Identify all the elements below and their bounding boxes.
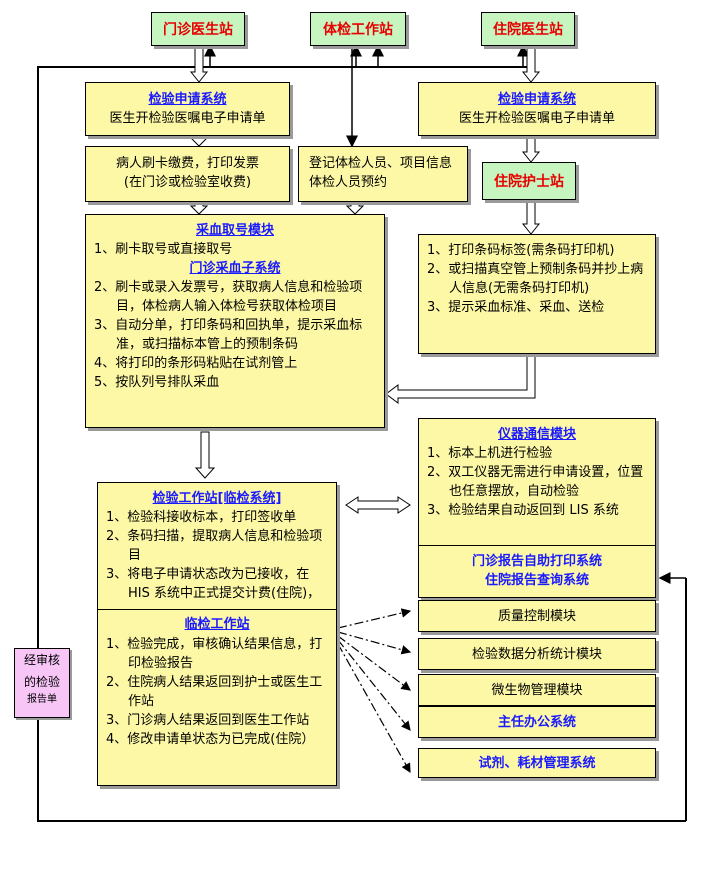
approved-report-line-2: 的检验 — [23, 675, 60, 689]
blood-collection-title[interactable]: 采血取号模块 — [195, 223, 274, 238]
feedback-loop-line — [37, 66, 686, 822]
director-office-system[interactable]: 主任办公系统 — [418, 706, 656, 738]
director-office-label: 主任办公系统 — [497, 714, 576, 730]
exam-registration-box: 登记体检人员、项目信息 体检人员预约 — [298, 146, 468, 202]
blood-collection-item-3: 3、自动分单，打印条码和回执单，提示采血标准，或扫描标本管上的预制条码 — [94, 318, 363, 352]
blood-collection-box: 采血取号模块 1、刷卡取号或直接取号 门诊采血子系统 2、刷卡或录入发票号，获取… — [85, 214, 385, 428]
barcode-item-3: 3、提示采血标准、采血、送检 — [427, 300, 605, 315]
lab-station-divider — [98, 609, 336, 610]
inpatient-report-query-system[interactable]: 住院报告查询系统 — [484, 573, 589, 588]
barcode-item-2: 2、或扫描真空管上预制条码并抄上病人信息(无需条码打印机) — [427, 262, 644, 296]
quality-control-label: 质量控制模块 — [497, 608, 576, 624]
self-print-report-system[interactable]: 门诊报告自助打印系统 — [471, 554, 602, 569]
approved-report-line-1: 经审核 — [23, 653, 60, 667]
blood-collection-item-2: 2、刷卡或录入发票号，获取病人信息和检验项目，体检病人输入体检号获取体检项目 — [94, 280, 363, 314]
clinical-station-item-1: 1、检验完成，审核确认结果信息，打印检验报告 — [106, 637, 323, 671]
clinical-station-item-4: 4、修改申请单状态为已完成(住院） — [106, 732, 315, 747]
instrument-item-3: 3、检验结果自动返回到 LIS 系统 — [427, 503, 619, 518]
exam-registration-line-1: 登记体检人员、项目信息 — [309, 156, 453, 171]
quality-control-module[interactable]: 质量控制模块 — [418, 600, 656, 632]
outpatient-collection-subtitle[interactable]: 门诊采血子系统 — [189, 261, 281, 276]
instrument-divider — [419, 545, 655, 546]
lab-station-item-2: 2、条码扫描，提取病人信息和检验项目 — [106, 529, 323, 563]
blood-collection-item-4: 4、将打印的条形码粘贴在试剂管上 — [94, 356, 298, 371]
inpatient-lab-request-title[interactable]: 检验申请系统 — [497, 92, 576, 107]
data-analysis-module[interactable]: 检验数据分析统计模块 — [418, 638, 656, 670]
outpatient-doctor-station[interactable]: 门诊医生站 — [151, 12, 245, 46]
clinical-workstation-title[interactable]: 临检工作站 — [184, 617, 250, 632]
outpatient-lab-request-desc: 医生开检验医嘱电子申请单 — [109, 111, 266, 126]
microbiology-module[interactable]: 微生物管理模块 — [418, 674, 656, 706]
blood-collection-item-5: 5、按队列号排队采血 — [94, 375, 220, 390]
reagent-management-label: 试剂、耗材管理系统 — [478, 755, 596, 771]
inpatient-doctor-station[interactable]: 住院医生站 — [481, 12, 575, 46]
clinical-station-item-2: 2、住院病人结果返回到护士或医生工作站 — [106, 675, 323, 709]
clinical-station-item-3: 3、门诊病人结果返回到医生工作站 — [106, 713, 310, 728]
payment-line-2: (在门诊或检验室收费) — [123, 175, 252, 190]
inpatient-lab-request-desc: 医生开检验医嘱电子申请单 — [458, 111, 615, 126]
payment-line-1: 病人刷卡缴费，打印发票 — [115, 156, 259, 171]
instrument-comm-title[interactable]: 仪器通信模块 — [497, 427, 576, 442]
inpatient-lab-request-box: 检验申请系统 医生开检验医嘱电子申请单 — [418, 82, 656, 136]
microbiology-label: 微生物管理模块 — [491, 682, 583, 698]
outpatient-lab-request-box: 检验申请系统 医生开检验医嘱电子申请单 — [85, 82, 290, 136]
barcode-print-box: 1、打印条码标签(需条码打印机) 2、或扫描真空管上预制条码并抄上病人信息(无需… — [418, 234, 656, 354]
data-analysis-label: 检验数据分析统计模块 — [471, 646, 602, 662]
lab-station-item-3: 3、将电子申请状态改为已接收，在HIS 系统中正式提交计费(住院)， — [106, 567, 321, 601]
blood-collection-item-1: 1、刷卡取号或直接取号 — [94, 242, 233, 257]
instrument-item-1: 1、标本上机进行检验 — [427, 446, 553, 461]
reagent-management-system[interactable]: 试剂、耗材管理系统 — [418, 748, 656, 778]
barcode-item-1: 1、打印条码标签(需条码打印机) — [427, 243, 615, 258]
approved-report-note: 经审核 的检验 报告单 — [14, 648, 70, 718]
outpatient-lab-request-title[interactable]: 检验申请系统 — [148, 92, 227, 107]
inpatient-nurse-station[interactable]: 住院护士站 — [482, 162, 576, 200]
physical-exam-station[interactable]: 体检工作站 — [310, 12, 406, 46]
instrument-item-2: 2、双工仪器无需进行申请设置，位置也任意摆放，自动检验 — [427, 465, 644, 499]
approved-report-line-3: 报告单 — [27, 694, 57, 705]
payment-box: 病人刷卡缴费，打印发票 (在门诊或检验室收费) — [85, 146, 290, 202]
lab-workstation-box: 检验工作站[临检系统] 1、检验科接收标本，打印签收单 2、条码扫描，提取病人信… — [97, 482, 337, 786]
lab-station-item-1: 1、检验科接收标本，打印签收单 — [106, 510, 297, 525]
instrument-comm-box: 仪器通信模块 1、标本上机进行检验 2、双工仪器无需进行申请设置，位置也任意摆放… — [418, 418, 656, 598]
exam-registration-line-2: 体检人员预约 — [309, 175, 388, 190]
lab-workstation-title[interactable]: 检验工作站[临检系统] — [152, 491, 282, 506]
